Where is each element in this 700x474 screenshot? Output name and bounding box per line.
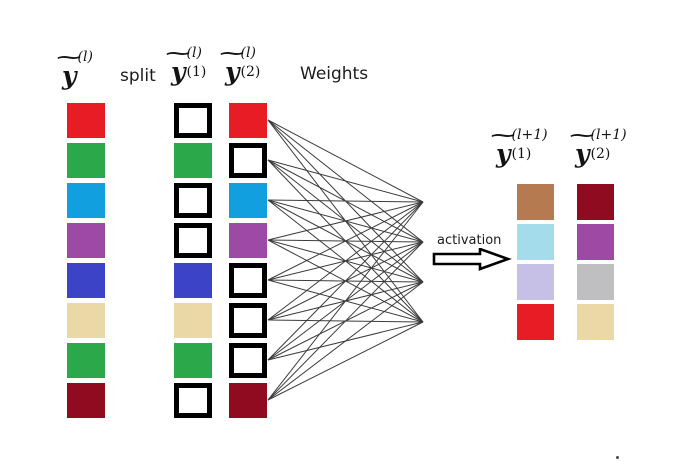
input-vector-column bbox=[67, 103, 105, 418]
y-symbol: ~y bbox=[488, 126, 519, 168]
scripts: (l) bbox=[77, 49, 93, 65]
tilde-accent: ~ bbox=[54, 48, 85, 68]
y-symbol: ~y bbox=[163, 44, 194, 86]
vector-cell bbox=[229, 223, 267, 258]
vector-cell bbox=[67, 303, 105, 338]
split-label: split bbox=[120, 66, 156, 86]
vector-cell bbox=[174, 383, 212, 418]
activation-arrow-icon bbox=[432, 248, 512, 271]
vector-cell bbox=[229, 383, 267, 418]
tilde-accent: ~ bbox=[163, 44, 194, 64]
y-symbol: ~y bbox=[217, 44, 248, 86]
weight-line bbox=[267, 199, 424, 203]
weight-line bbox=[267, 201, 424, 321]
label-out2-vector: ~y (l+1)(2) bbox=[567, 126, 627, 168]
vector-cell bbox=[174, 183, 212, 218]
artifact-dot bbox=[616, 456, 619, 459]
vector-cell bbox=[517, 304, 554, 340]
vector-cell bbox=[517, 224, 554, 260]
vector-cell bbox=[229, 183, 267, 218]
vector-cell bbox=[229, 263, 267, 298]
weight-line bbox=[267, 201, 424, 361]
scripts: (l+1)(2) bbox=[590, 127, 627, 162]
vector-cell bbox=[174, 103, 212, 138]
vector-cell bbox=[517, 264, 554, 300]
activation-label: activation bbox=[437, 233, 502, 248]
y-symbol: ~y bbox=[54, 48, 85, 90]
vector-cell bbox=[67, 183, 105, 218]
label-out1-vector: ~y (l+1)(1) bbox=[488, 126, 548, 168]
label-part1-vector: ~y (l)(1) bbox=[163, 44, 207, 86]
tilde-accent: ~ bbox=[217, 44, 248, 64]
vector-cell bbox=[67, 103, 105, 138]
y-symbol: ~y bbox=[567, 126, 598, 168]
weights-label: Weights bbox=[300, 64, 369, 84]
weight-line bbox=[267, 201, 424, 401]
vector-cell bbox=[67, 383, 105, 418]
vector-cell bbox=[229, 103, 267, 138]
vector-cell bbox=[577, 304, 614, 340]
vector-cell bbox=[67, 143, 105, 178]
vector-cell bbox=[229, 343, 267, 378]
label-part2-vector: ~y (l)(2) bbox=[217, 44, 261, 86]
vector-cell bbox=[67, 223, 105, 258]
vector-cell bbox=[229, 143, 267, 178]
tilde-accent: ~ bbox=[567, 126, 598, 146]
vector-cell bbox=[67, 263, 105, 298]
vector-cell bbox=[174, 303, 212, 338]
scripts: (l)(1) bbox=[186, 45, 207, 80]
vector-cell bbox=[517, 184, 554, 220]
scripts: (l)(2) bbox=[240, 45, 261, 80]
weight-line bbox=[267, 119, 424, 203]
vector-cell bbox=[67, 343, 105, 378]
tilde-accent: ~ bbox=[488, 126, 519, 146]
vector-cell bbox=[229, 303, 267, 338]
out2-vector-column bbox=[577, 184, 614, 340]
vector-cell bbox=[174, 263, 212, 298]
weight-line bbox=[267, 201, 424, 281]
weight-line bbox=[267, 321, 424, 401]
vector-cell bbox=[174, 343, 212, 378]
out1-vector-column bbox=[517, 184, 554, 340]
weight-line bbox=[267, 159, 424, 203]
label-input-vector: ~y (l) bbox=[54, 48, 93, 90]
weight-line bbox=[267, 281, 424, 401]
weight-line bbox=[267, 241, 424, 401]
part2-vector-column bbox=[229, 103, 267, 418]
scripts: (l+1)(1) bbox=[511, 127, 548, 162]
vector-cell bbox=[174, 223, 212, 258]
weight-line bbox=[267, 201, 424, 241]
weights-connections bbox=[267, 119, 424, 401]
vector-cell bbox=[577, 264, 614, 300]
vector-cell bbox=[174, 143, 212, 178]
vector-cell bbox=[577, 224, 614, 260]
part1-vector-column bbox=[174, 103, 212, 418]
vector-cell bbox=[577, 184, 614, 220]
